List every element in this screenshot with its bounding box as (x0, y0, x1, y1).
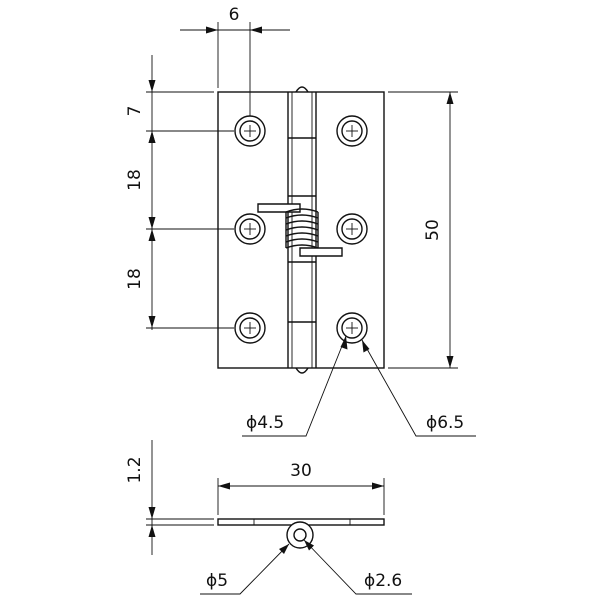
hole-diameter-label: ϕ4.5 (246, 413, 284, 433)
knuckle-column (287, 86, 317, 374)
dimension-open-width-label: 30 (290, 461, 312, 481)
hole-right-top (336, 115, 368, 147)
hinge-top-view (217, 86, 385, 374)
leader-hole-diameter: ϕ4.5 (242, 335, 348, 437)
dimension-leaf-thickness-label: 1.2 (125, 456, 145, 483)
hole-right-bottom (336, 312, 368, 344)
dimension-overall-length-label: 50 (423, 219, 443, 241)
leader-knuckle-diameter: ϕ5 (200, 543, 290, 595)
hole-left-bottom (234, 312, 266, 344)
dimension-top-width-label: 6 (229, 5, 240, 25)
hinge-leaves-outline (217, 91, 385, 369)
dimension-overall-length: 50 (388, 91, 458, 369)
torsion-spring (257, 203, 343, 257)
dimension-hole-offset-label: 7 (125, 106, 145, 117)
pin-diameter-label: ϕ2.6 (364, 571, 402, 591)
hole-right-middle (336, 213, 368, 245)
knuckle-diameter-label: ϕ5 (206, 571, 228, 591)
hole-left-middle (234, 213, 266, 245)
side-view-pin (293, 528, 307, 542)
dimension-top-width: 6 (180, 5, 290, 116)
hinge-side-view (217, 518, 385, 549)
hole-left-top (234, 115, 266, 147)
dimension-open-width: 30 (217, 461, 385, 515)
dimension-hole-spacing-1-label: 18 (125, 169, 145, 191)
leader-pin-diameter: ϕ2.6 (303, 539, 412, 595)
dimension-hole-spacing-2-label: 18 (125, 268, 145, 290)
dimension-left-chain: 7 18 18 (125, 55, 234, 330)
countersink-diameter-label: ϕ6.5 (426, 413, 464, 433)
dimension-leaf-thickness: 1.2 (125, 440, 214, 555)
leader-countersink-diameter: ϕ6.5 (361, 339, 476, 437)
mounting-holes (234, 115, 368, 344)
